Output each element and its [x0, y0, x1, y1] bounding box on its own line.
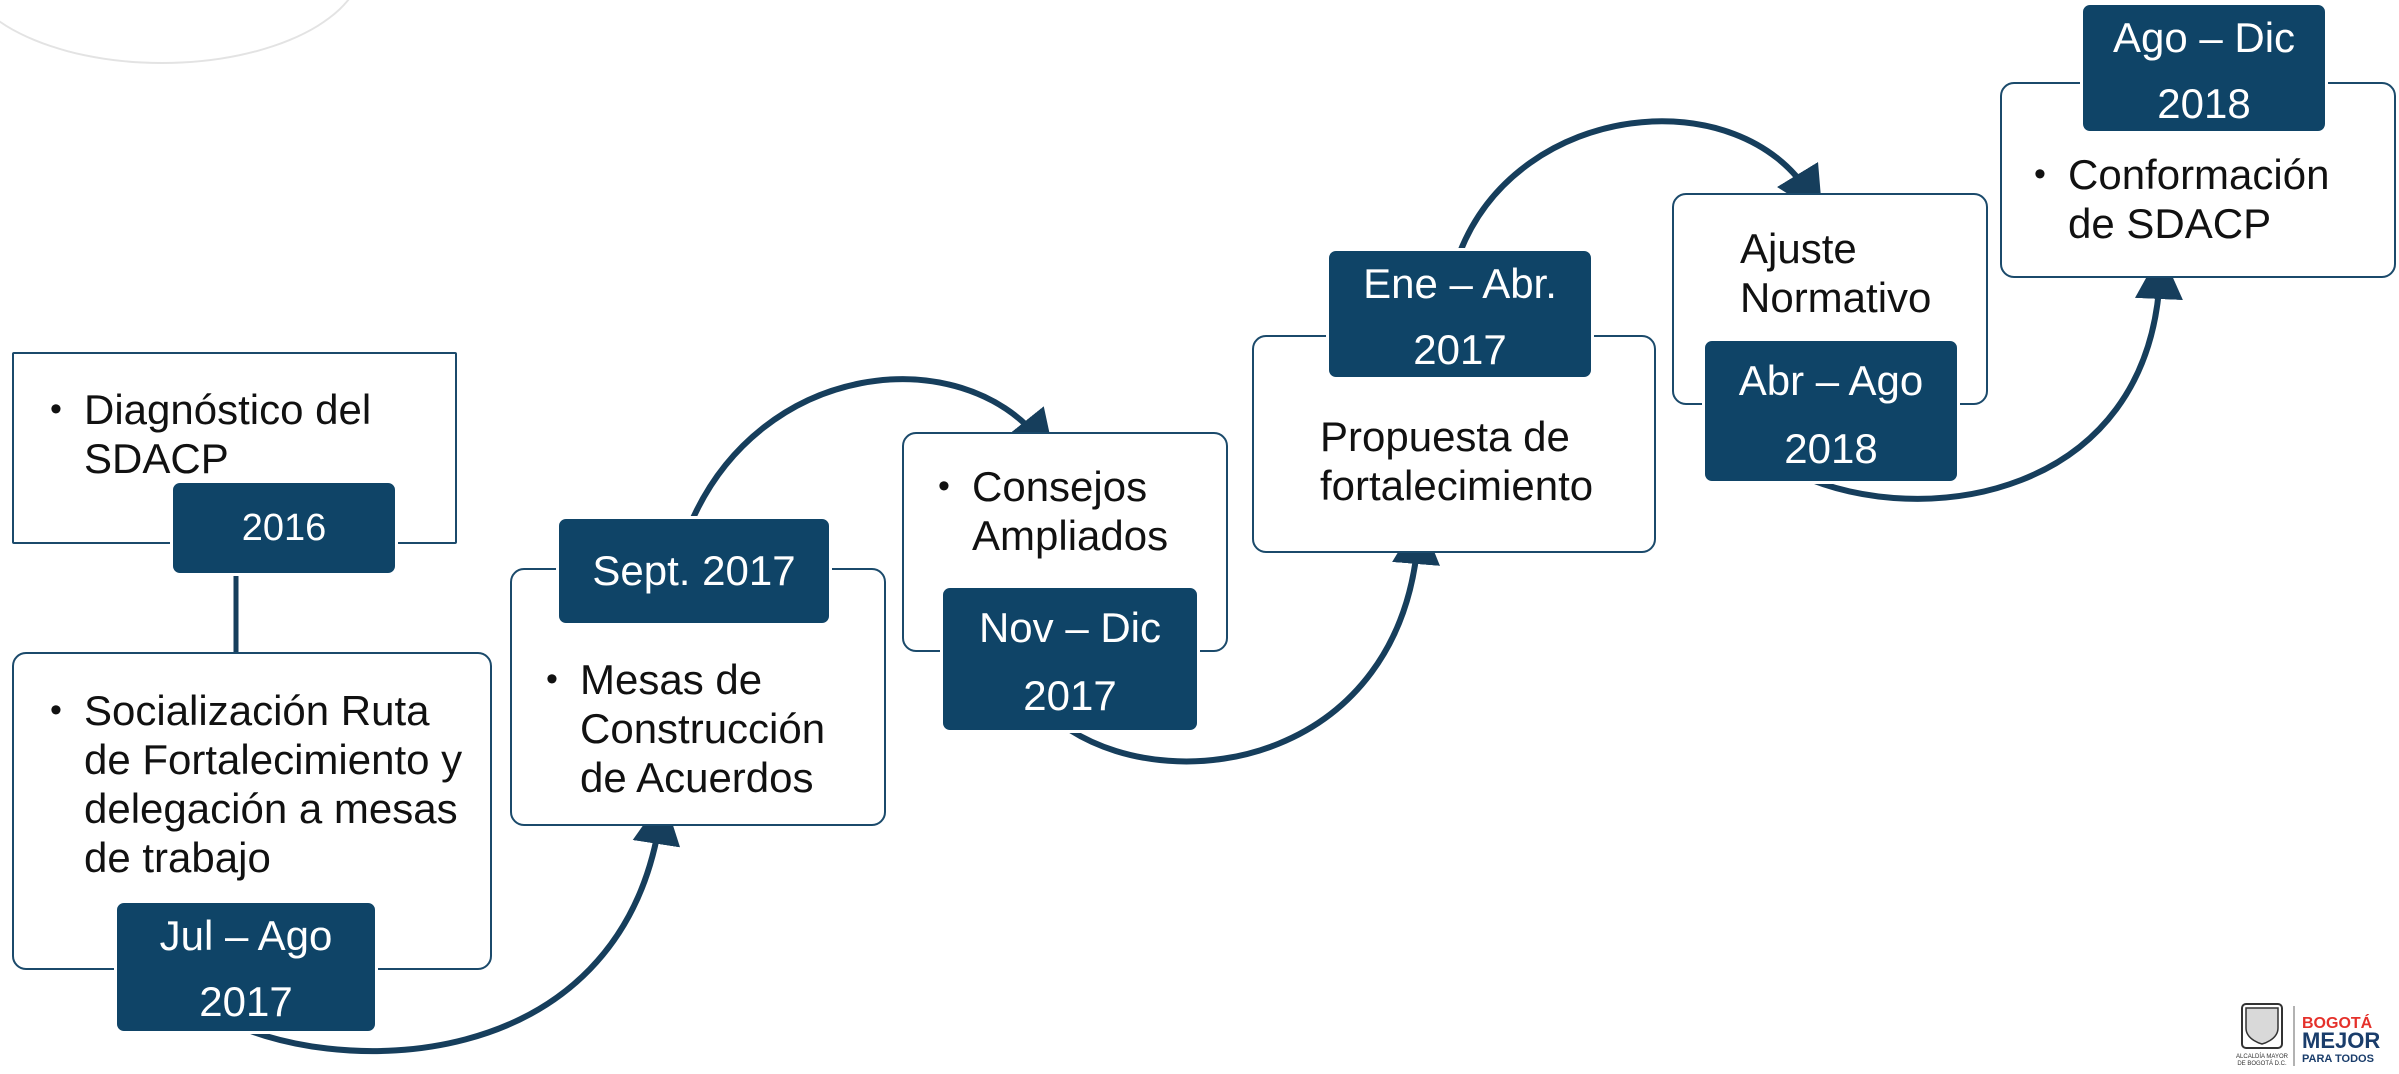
step-text-diagnostico: •Diagnóstico del SDACP — [50, 386, 372, 482]
step-text-consejos: •Consejos Ampliados — [938, 463, 1169, 559]
bullet-icon: • — [546, 660, 558, 698]
date-tag-sept-2017: Sept. 2017 — [556, 516, 832, 626]
date-tag-2016: 2016 — [170, 480, 398, 576]
connector-arc — [1457, 118, 1823, 254]
date-tag-ene-abr-2017: Ene – Abr.2017 — [1326, 248, 1594, 380]
bullet-icon: • — [2034, 155, 2046, 193]
svg-text:DE BOGOTÁ D.C.: DE BOGOTÁ D.C. — [2237, 1060, 2287, 1067]
connector-arc — [1068, 516, 1440, 765]
step-text-socializacion: •Socialización Ruta de Fortalecimiento y… — [50, 687, 463, 881]
bogota-logo: ALCALDÍA MAYOR DE BOGOTÁ D.C. BOGOTÁ MEJ… — [2236, 1000, 2399, 1069]
step-text-ajuste: •Ajuste Normativo — [1740, 225, 1932, 321]
svg-text:PARA TODOS: PARA TODOS — [2302, 1053, 2374, 1065]
bullet-icon: • — [50, 691, 62, 729]
bullet-icon: • — [50, 390, 62, 428]
step-text-mesas: •Mesas de Construcción de Acuerdos — [546, 656, 826, 801]
svg-text:BOGOTÁ: BOGOTÁ — [2302, 1013, 2373, 1032]
connector-arc — [1798, 251, 2183, 502]
step-text-propuesta: •Propuesta de fortalecimiento — [1320, 413, 1594, 509]
bullet-icon: • — [938, 467, 950, 505]
connector-arc — [213, 796, 681, 1055]
connector-arc — [687, 376, 1056, 527]
svg-text:MEJOR: MEJOR — [2302, 1028, 2380, 1053]
step-text-conformacion: •Conformación de SDACP — [2034, 151, 2330, 247]
svg-text:ALCALDÍA MAYOR: ALCALDÍA MAYOR — [2236, 1053, 2289, 1060]
